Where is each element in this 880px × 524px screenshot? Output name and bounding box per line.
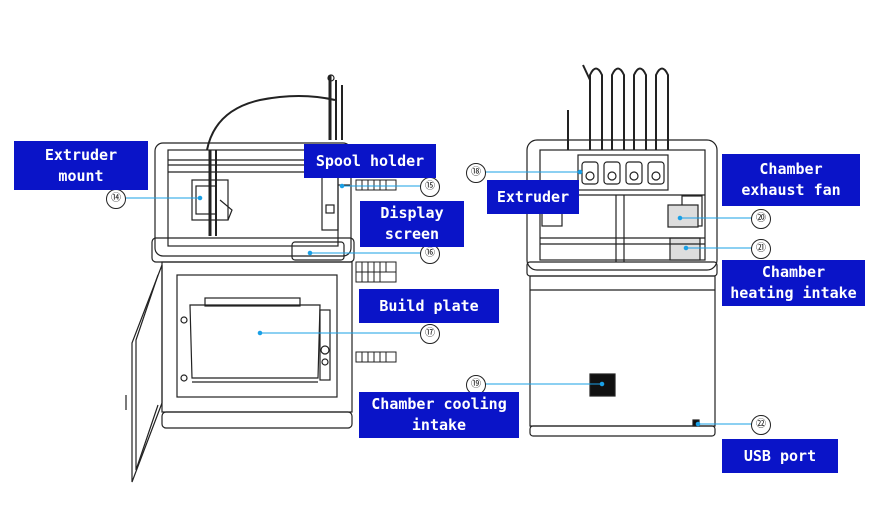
label-chamber-heating-intake: Chamber heating intake [722,260,865,306]
label-chamber-cooling-intake: Chamber cooling intake [359,392,519,438]
callout-21: ㉑ [751,239,771,259]
callout-22: ㉒ [751,415,771,435]
leader-lines [126,169,752,427]
label-spool-holder: Spool holder [304,144,436,178]
label-extruder-mount: Extruder mount [14,141,148,190]
callout-16: ⑯ [420,244,440,264]
label-extruder: Extruder [487,180,579,214]
front-view-printer [125,74,397,483]
callout-18: ⑱ [466,163,486,183]
label-build-plate: Build plate [359,289,499,323]
label-usb-port: USB port [722,439,838,473]
label-chamber-exhaust-fan: Chamber exhaust fan [722,154,860,206]
rear-view-printer [526,64,718,437]
callout-15: ⑮ [420,177,440,197]
label-display-screen: Display screen [360,201,464,247]
callout-17: ⑰ [420,324,440,344]
callout-20: ⑳ [751,209,771,229]
callout-14: ⑭ [106,189,126,209]
